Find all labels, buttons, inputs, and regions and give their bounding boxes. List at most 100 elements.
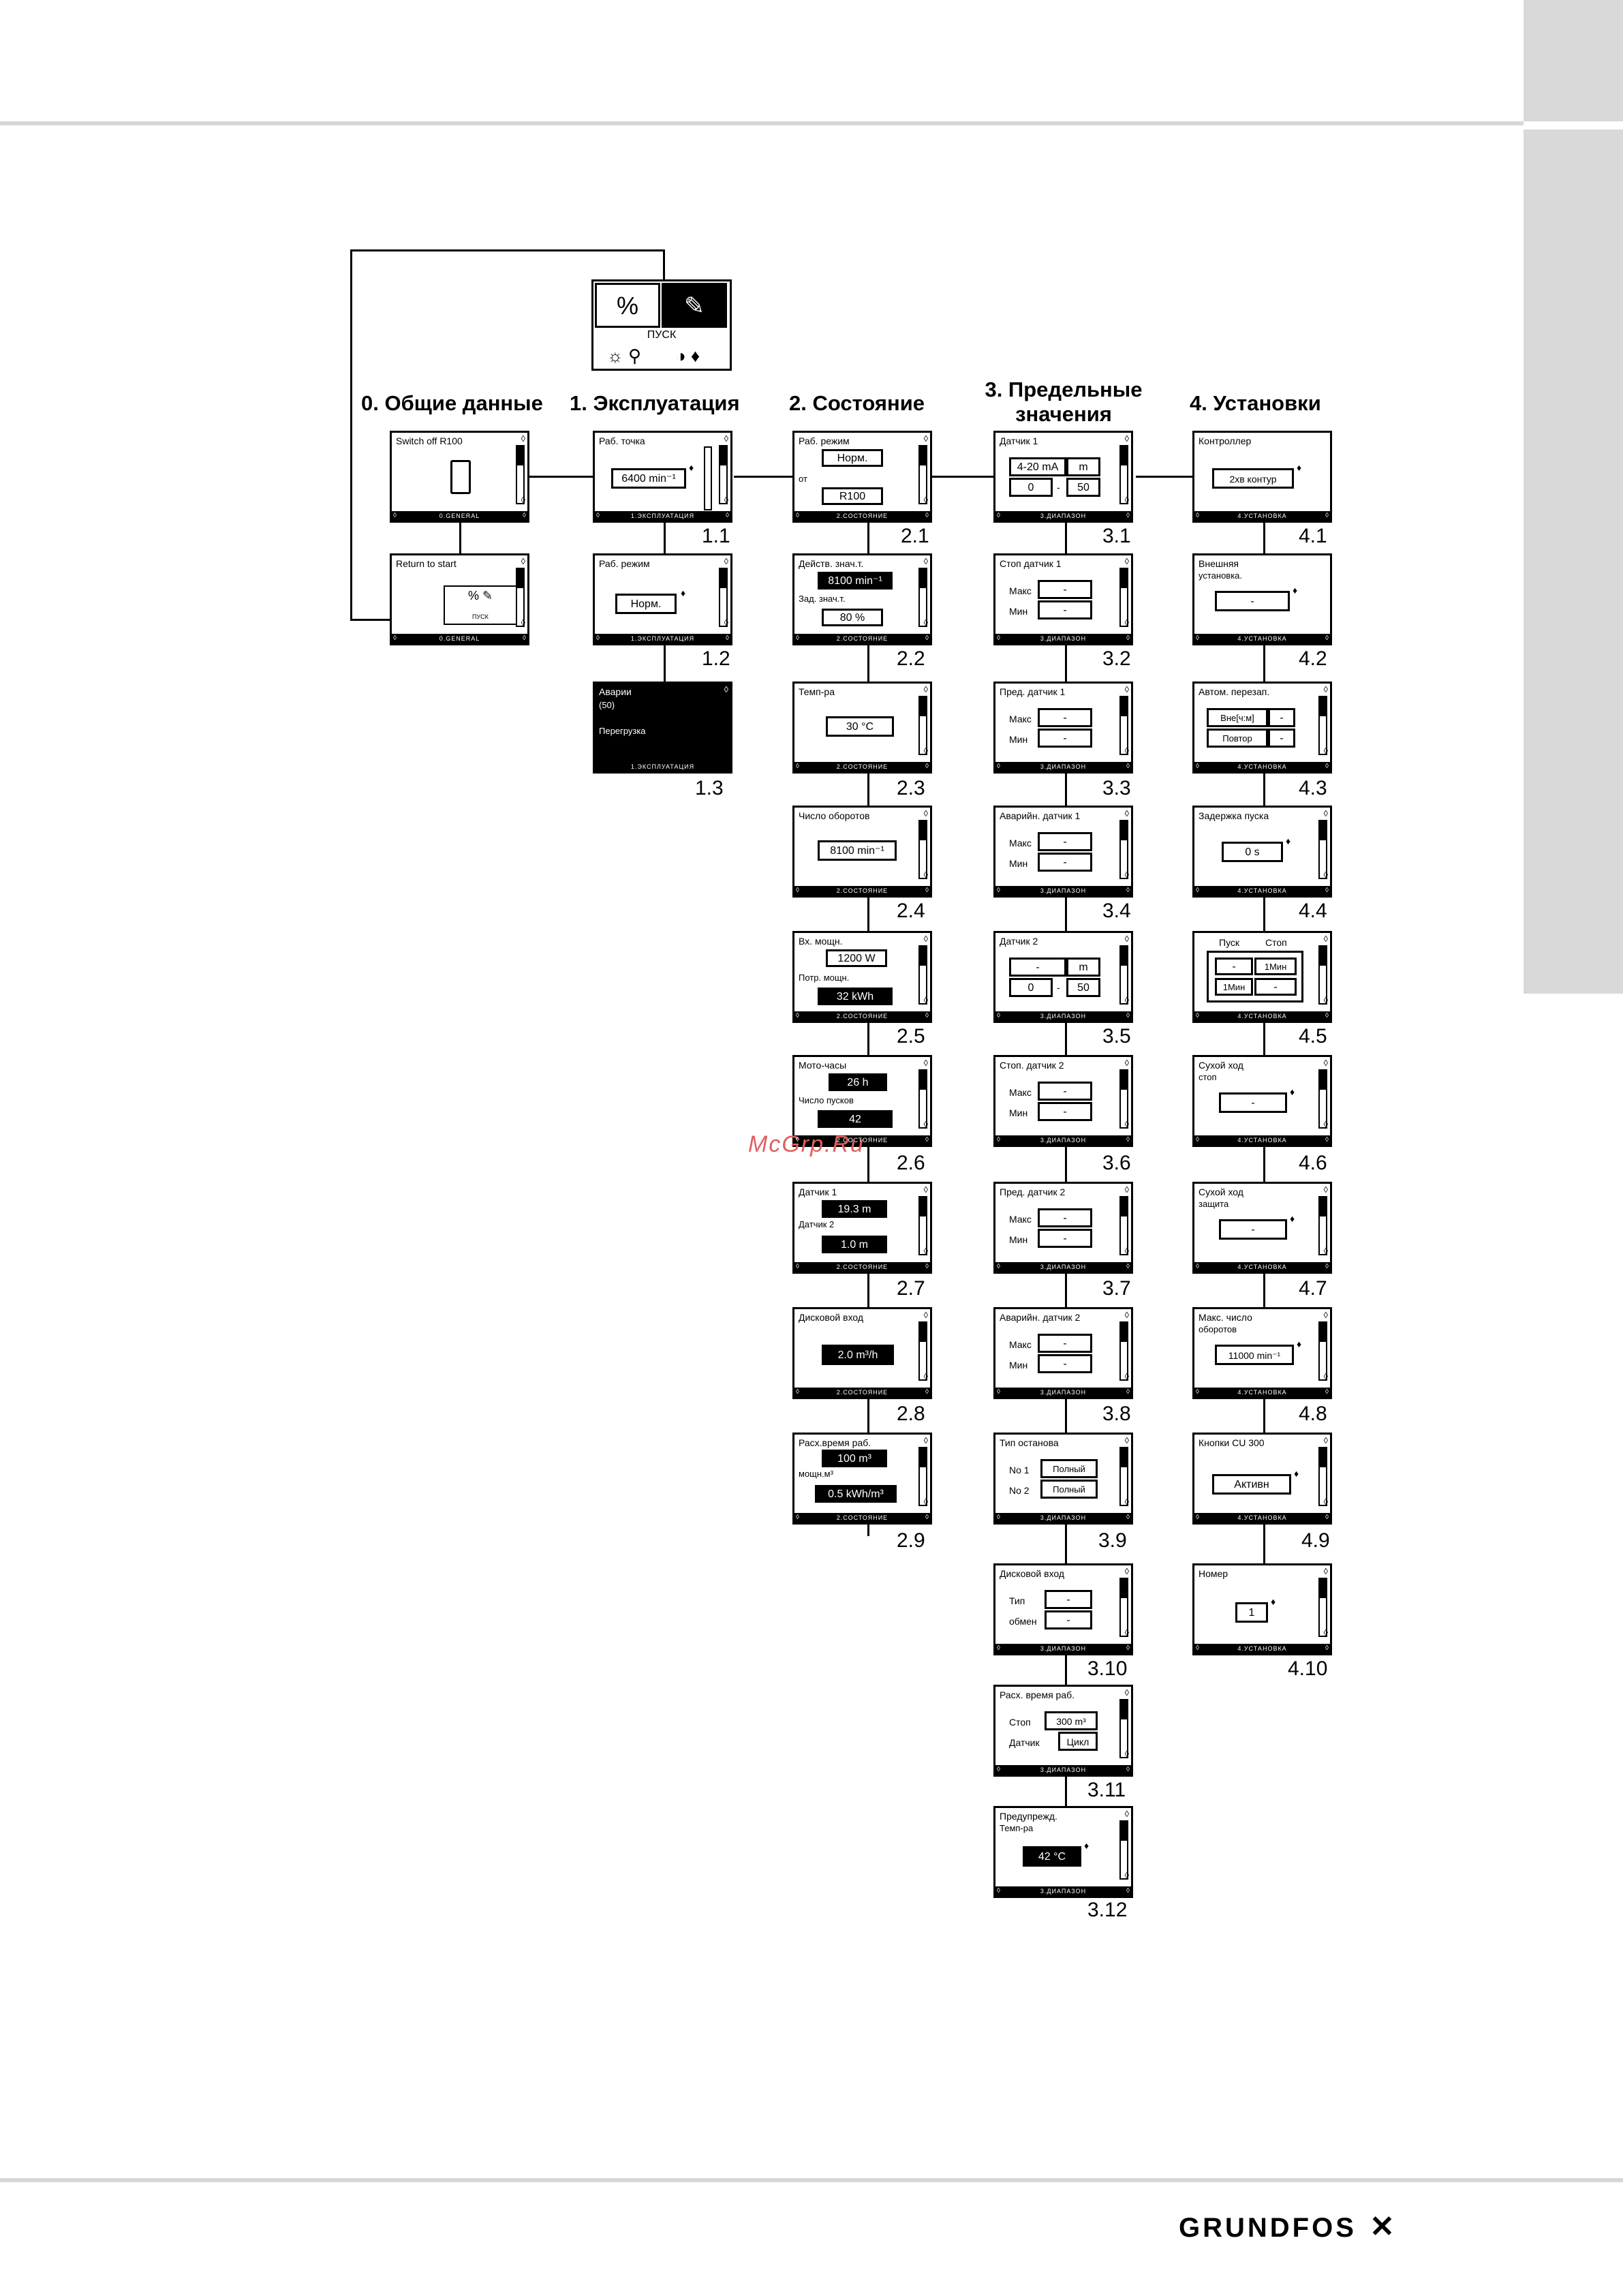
scrollbar[interactable] [516,445,525,504]
scroll-down-icon[interactable]: ◊ [1124,1119,1129,1129]
nav-left-icon[interactable]: ◊ [997,1887,1000,1895]
scroll-down-icon[interactable]: ◊ [1323,1371,1328,1381]
type-value[interactable]: - [1045,1590,1092,1609]
nav-left-icon[interactable]: ◊ [796,634,799,642]
nav-left-icon[interactable]: ◊ [796,512,799,519]
scroll-down-icon[interactable]: ◊ [521,495,525,505]
adjust-icon[interactable]: ♦ [1286,836,1291,846]
scroll-down-icon[interactable]: ◊ [1323,995,1328,1005]
stop-value-2[interactable]: - [1254,978,1297,996]
screen-3-1[interactable]: Датчик 1 4-20 mA m 0 - 50 ◊ ◊ ◊ 3.ДИАПАЗ… [993,431,1133,523]
nav-right-icon[interactable]: ◊ [925,887,929,894]
min-value[interactable]: - [1038,1102,1092,1121]
nav-right-icon[interactable]: ◊ [925,1136,929,1144]
nav-left-icon[interactable]: ◊ [1196,887,1199,894]
nav-left-icon[interactable]: ◊ [997,1012,1000,1020]
nav-right-icon[interactable]: ◊ [1325,1263,1329,1270]
adjust-icon[interactable]: ♦ [1297,462,1302,473]
screen-0-return-start[interactable]: Return to start % ✎ ПУСК ◊ ◊ ◊ 0.GENERAL… [390,553,529,645]
start-value-2[interactable]: 1Мин [1215,978,1253,996]
scroll-down-icon[interactable]: ◊ [923,495,928,505]
scroll-up-icon[interactable]: ◊ [923,1435,928,1445]
scroll-up-icon[interactable]: ◊ [1323,1058,1328,1068]
nav-right-icon[interactable]: ◊ [523,512,526,519]
scrollbar[interactable] [1119,696,1128,755]
scrollbar[interactable] [1318,820,1327,879]
scrollbar[interactable] [1119,820,1128,879]
nav-left-icon[interactable]: ◊ [796,1012,799,1020]
nav-left-icon[interactable]: ◊ [997,512,1000,519]
nav-right-icon[interactable]: ◊ [1126,1263,1130,1270]
scrollbar[interactable] [1318,696,1327,755]
scroll-down-icon[interactable]: ◊ [1124,870,1129,880]
scroll-up-icon[interactable]: ◊ [1124,556,1129,566]
scrollbar[interactable] [1318,1196,1327,1255]
nav-left-icon[interactable]: ◊ [997,1263,1000,1270]
scrollbar[interactable] [1318,1069,1327,1129]
screen-3-12[interactable]: Предупрежд. Темп-ра 42 °C ♦ ◊ ◊ ◊ 3.ДИАП… [993,1806,1133,1898]
screen-4-4[interactable]: Задержка пуска 0 s ♦ ◊ ◊ ◊ 4.УСТАНОВКА ◊ [1192,806,1332,898]
scroll-down-icon[interactable]: ◊ [1124,1497,1129,1507]
nav-right-icon[interactable]: ◊ [925,1263,929,1270]
nav-right-icon[interactable]: ◊ [1126,512,1130,519]
scrollbar[interactable] [1318,1447,1327,1506]
scrollbar[interactable] [1119,445,1128,504]
screen-4-3[interactable]: Автом. перезап. Вне[ч:м] - Повтор - ◊ ◊ … [1192,682,1332,774]
scroll-down-icon[interactable]: ◊ [521,617,525,628]
signal-type[interactable]: 4-20 mA [1009,457,1066,476]
adjust-icon[interactable]: ♦ [1290,1213,1295,1224]
screen-3-9[interactable]: Тип останова No 1 Полный No 2 Полный ◊ ◊… [993,1433,1133,1525]
scrollbar[interactable] [1119,1447,1128,1506]
scroll-up-icon[interactable]: ◊ [1124,1809,1129,1819]
scroll-down-icon[interactable]: ◊ [1124,1870,1129,1880]
nav-right-icon[interactable]: ◊ [1325,763,1329,770]
screen-3-3[interactable]: Пред. датчик 1 Макс - Мин - ◊ ◊ ◊ 3.ДИАП… [993,682,1133,774]
signal-type[interactable]: - [1009,958,1066,977]
nav-left-icon[interactable]: ◊ [796,1388,799,1396]
min-value[interactable]: - [1038,1229,1092,1248]
nav-left-icon[interactable]: ◊ [796,1136,799,1144]
adjust-icon[interactable]: ♦ [1084,1840,1089,1851]
nav-right-icon[interactable]: ◊ [1126,1887,1130,1895]
scrollbar[interactable] [719,568,728,627]
scroll-up-icon[interactable]: ◊ [1124,433,1129,444]
nav-left-icon[interactable]: ◊ [1196,1263,1199,1270]
nav-left-icon[interactable]: ◊ [997,634,1000,642]
nav-right-icon[interactable]: ◊ [1325,512,1329,519]
screen-3-2[interactable]: Стоп датчик 1 Макс - Мин - ◊ ◊ ◊ 3.ДИАПА… [993,553,1133,645]
scroll-up-icon[interactable]: ◊ [923,1184,928,1195]
screen-4-1[interactable]: Контроллер 2хв контур ♦ ◊ 4.УСТАНОВКА ◊ [1192,431,1332,523]
scroll-up-icon[interactable]: ◊ [521,556,525,566]
scroll-up-icon[interactable]: ◊ [1124,1184,1129,1195]
range-min[interactable]: 0 [1009,478,1053,497]
nav-left-icon[interactable]: ◊ [1196,763,1199,770]
min-value[interactable]: - [1038,1354,1092,1373]
scroll-up-icon[interactable]: ◊ [1124,934,1129,944]
buttons-value[interactable]: Активн [1212,1474,1291,1495]
scroll-down-icon[interactable]: ◊ [1124,1371,1129,1381]
nav-left-icon[interactable]: ◊ [997,1388,1000,1396]
scroll-up-icon[interactable]: ◊ [1323,808,1328,818]
scroll-down-icon[interactable]: ◊ [923,1371,928,1381]
nav-right-icon[interactable]: ◊ [1325,1644,1329,1652]
scroll-up-icon[interactable]: ◊ [1323,1310,1328,1320]
nav-right-icon[interactable]: ◊ [925,1514,929,1521]
nav-left-icon[interactable]: ◊ [997,1136,1000,1144]
screen-3-8[interactable]: Аварийн. датчик 2 Макс - Мин - ◊ ◊ ◊ 3.Д… [993,1307,1133,1399]
scroll-up-icon[interactable]: ◊ [1323,684,1328,694]
scroll-down-icon[interactable]: ◊ [923,1119,928,1129]
scrollbar[interactable] [918,568,927,627]
scrollbar[interactable] [1119,1820,1128,1880]
scrollbar[interactable] [918,1321,927,1381]
nav-left-icon[interactable]: ◊ [1196,512,1199,519]
scrollbar[interactable] [1119,1578,1128,1637]
screen-1-2[interactable]: Раб. режим Норм. ♦ ◊ ◊ ◊ 1.ЭКСПЛУАТАЦИЯ … [593,553,732,645]
repeat-value[interactable]: - [1268,729,1295,748]
nav-right-icon[interactable]: ◊ [1126,1644,1130,1652]
screen-2-8[interactable]: Дисковой вход 2.0 m³/h ◊ ◊ ◊ 2.СОСТОЯНИЕ… [792,1307,932,1399]
operation-icon[interactable]: % [595,283,660,328]
scroll-up-icon[interactable]: ◊ [1323,1566,1328,1576]
scroll-down-icon[interactable]: ◊ [724,495,728,505]
scroll-up-icon[interactable]: ◊ [1323,934,1328,944]
scroll-down-icon[interactable]: ◊ [1124,1627,1129,1638]
